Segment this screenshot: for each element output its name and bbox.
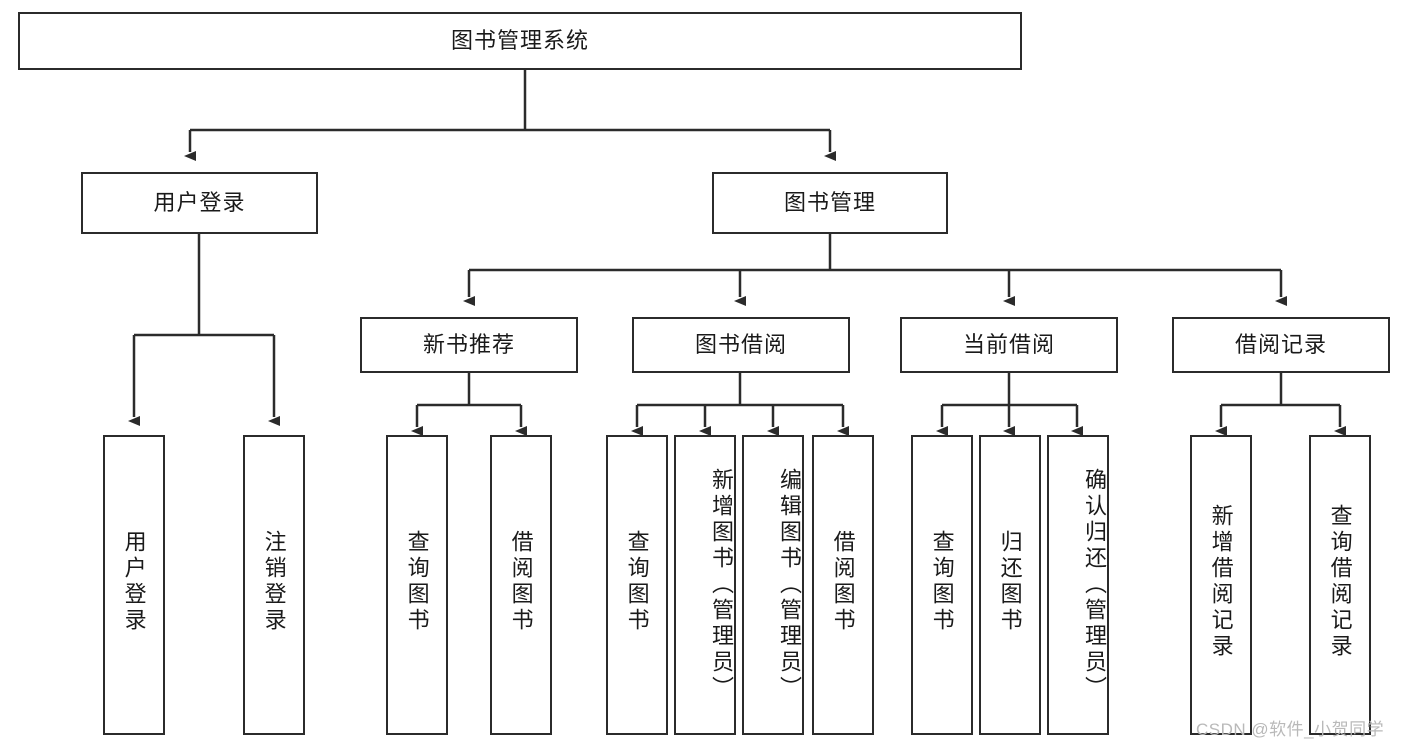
leaf-current-borrow-confirm[interactable]: 确认归还（管理员） <box>1047 435 1109 735</box>
leaf-book-borrow-query-label: 查询图书 <box>624 530 650 634</box>
leaf-borrow-record-query[interactable]: 查询借阅记录 <box>1309 435 1371 735</box>
leaf-book-borrow-borrow[interactable]: 借阅图书 <box>812 435 874 735</box>
leaf-user-login-login[interactable]: 用户登录 <box>103 435 165 735</box>
node-book-manage[interactable]: 图书管理 <box>712 172 948 234</box>
leaf-book-borrow-add[interactable]: 新增图书（管理员） <box>674 435 736 735</box>
leaf-book-borrow-add-label: 新增图书（管理员） <box>709 468 734 702</box>
leaf-new-book-borrow-label: 借阅图书 <box>508 530 534 634</box>
leaf-current-borrow-return[interactable]: 归还图书 <box>979 435 1041 735</box>
leaf-current-borrow-query[interactable]: 查询图书 <box>911 435 973 735</box>
leaf-book-borrow-edit[interactable]: 编辑图书（管理员） <box>742 435 804 735</box>
leaf-user-login-logout-label: 注销登录 <box>261 530 287 634</box>
leaf-current-borrow-return-label: 归还图书 <box>997 530 1023 634</box>
node-new-book-recommend-label: 新书推荐 <box>422 331 515 357</box>
leaf-borrow-record-query-label: 查询借阅记录 <box>1327 504 1353 660</box>
leaf-book-borrow-edit-label: 编辑图书（管理员） <box>777 468 802 702</box>
node-book-manage-label: 图书管理 <box>783 189 876 215</box>
leaf-current-borrow-confirm-label: 确认归还（管理员） <box>1082 468 1107 702</box>
leaf-user-login-login-label: 用户登录 <box>121 530 147 634</box>
node-root[interactable]: 图书管理系统 <box>18 12 1022 70</box>
node-borrow-records[interactable]: 借阅记录 <box>1172 317 1390 373</box>
node-user-login-label: 用户登录 <box>153 189 246 215</box>
node-book-borrow-label: 图书借阅 <box>694 331 787 357</box>
leaf-user-login-logout[interactable]: 注销登录 <box>243 435 305 735</box>
leaf-new-book-query-label: 查询图书 <box>404 530 430 634</box>
leaf-new-book-borrow[interactable]: 借阅图书 <box>490 435 552 735</box>
node-borrow-records-label: 借阅记录 <box>1234 331 1327 357</box>
node-current-borrow-label: 当前借阅 <box>962 331 1055 357</box>
leaf-book-borrow-query[interactable]: 查询图书 <box>606 435 668 735</box>
node-user-login[interactable]: 用户登录 <box>81 172 318 234</box>
node-current-borrow[interactable]: 当前借阅 <box>900 317 1118 373</box>
leaf-current-borrow-query-label: 查询图书 <box>929 530 955 634</box>
leaf-borrow-record-add[interactable]: 新增借阅记录 <box>1190 435 1252 735</box>
leaf-new-book-query[interactable]: 查询图书 <box>386 435 448 735</box>
node-book-borrow[interactable]: 图书借阅 <box>632 317 850 373</box>
node-new-book-recommend[interactable]: 新书推荐 <box>360 317 578 373</box>
node-root-label: 图书管理系统 <box>450 27 589 53</box>
leaf-book-borrow-borrow-label: 借阅图书 <box>830 530 856 634</box>
leaf-borrow-record-add-label: 新增借阅记录 <box>1208 504 1234 660</box>
